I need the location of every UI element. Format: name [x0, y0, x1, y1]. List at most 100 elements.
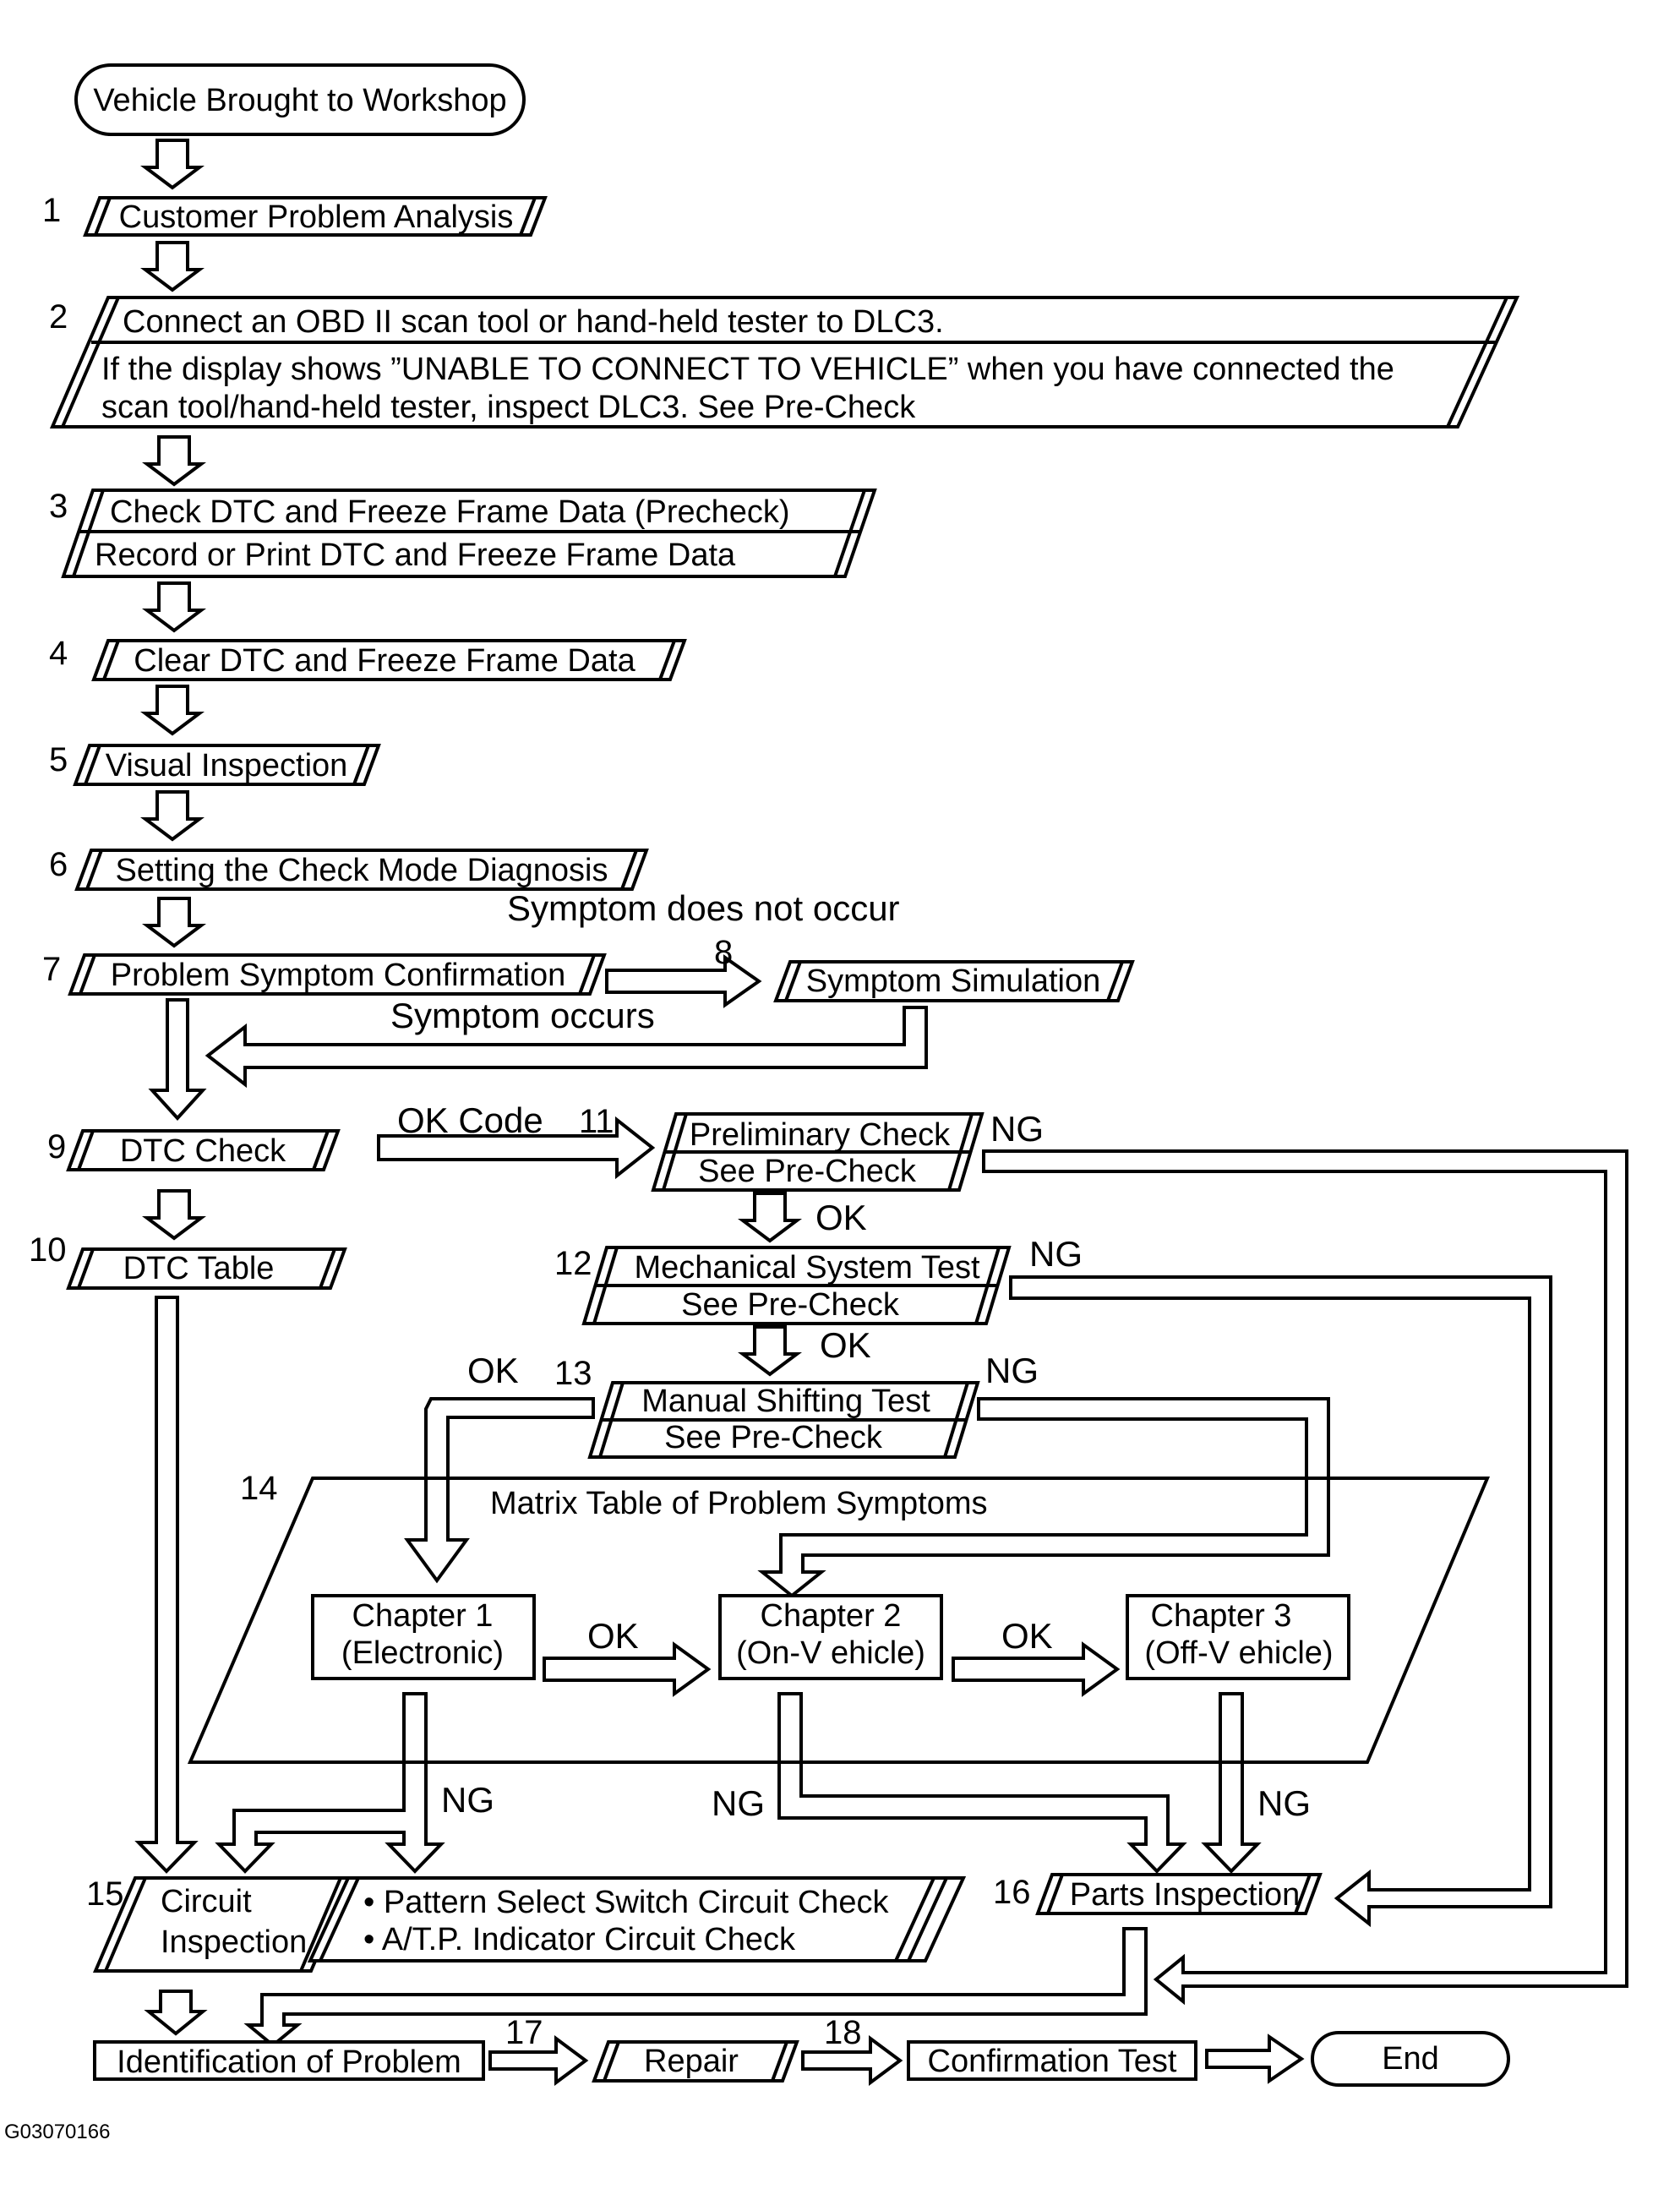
chapter-1-box: [311, 1594, 536, 1680]
step-7-number: 7: [42, 951, 61, 988]
chapter-3-line1: Chapter 3: [1151, 1598, 1292, 1634]
step-2-box: [49, 296, 1520, 429]
arrow-18-to-end: [1205, 2033, 1305, 2084]
step-13-ok-label: OK: [467, 1351, 519, 1390]
arrow-3-to-4: [142, 581, 206, 633]
arrow-identify-to-17: [488, 2035, 589, 2086]
chapter-1-ok-label: OK: [587, 1616, 639, 1656]
step-9-number: 9: [47, 1128, 66, 1165]
step-14-box: [187, 1477, 1491, 1764]
step-4-box: [91, 639, 687, 681]
step-17-box: [592, 2040, 799, 2083]
step-14-title: Matrix Table of Problem Symptoms: [490, 1486, 988, 1521]
step-7-box: [68, 953, 607, 996]
step-12-ok-label: OK: [820, 1325, 871, 1365]
arrow-9-to-11: [377, 1116, 656, 1180]
step-11-ng-label: NG: [990, 1109, 1044, 1149]
flowchart-boxes: Vehicle Brought to Workshop 1 Customer P…: [4, 63, 1520, 2143]
branch-ok-code: OK Code: [397, 1100, 543, 1140]
step-16-box: [1035, 1873, 1323, 1915]
arrow-7-to-9: [148, 998, 207, 1121]
chapter-2-box: [718, 1594, 943, 1680]
step-14-number: 14: [240, 1470, 278, 1507]
arrow-ch2-to-ch3: [952, 1641, 1121, 1697]
arrow-15-to-identify: [144, 1990, 208, 2036]
arrow-11-to-12: [738, 1192, 802, 1243]
step-11-line2: See Pre-Check: [698, 1154, 917, 1189]
step-13-ng-label: NG: [985, 1351, 1039, 1390]
identify-label: Identification of Problem: [117, 2044, 461, 2080]
step-11-ok-label: OK: [815, 1198, 867, 1237]
step-7-label: Problem Symptom Confirmation: [111, 958, 566, 993]
figure-id: G03070166: [4, 2121, 110, 2143]
step-15-line1: Circuit: [161, 1884, 252, 1919]
step-15-item-1: • Pattern Select Switch Circuit Check: [363, 1885, 890, 1920]
step-15-item-2: • A/T.P. Indicator Circuit Check: [363, 1922, 796, 1957]
chapter-1-line1: Chapter 1: [352, 1598, 494, 1634]
start-terminal: [74, 63, 526, 136]
step-6-number: 6: [49, 846, 68, 883]
step-10-box: [66, 1247, 347, 1290]
step-11-line1: Preliminary Check: [690, 1117, 951, 1153]
arrow-1-to-2: [140, 241, 205, 292]
arrow-13-to-ch1: [404, 1397, 595, 1584]
arrow-2-to-3: [142, 435, 206, 487]
step-4-label: Clear DTC and Freeze Frame Data: [134, 643, 635, 679]
step-4-number: 4: [49, 635, 68, 672]
step-13-line1: Manual Shifting Test: [641, 1384, 930, 1419]
arrow-8-to-9-return: [205, 1006, 928, 1089]
arrow-ch2-to-16: [777, 1692, 1187, 1874]
arrow-ch1-to-15: [215, 1692, 445, 1874]
arrow-12-ng-route: [1009, 1275, 1552, 1928]
step-3-line1: Check DTC and Freeze Frame Data (Prechec…: [110, 494, 790, 530]
chapter-2-ok-label: OK: [1001, 1616, 1053, 1656]
start-label: Vehicle Brought to Workshop: [93, 83, 506, 118]
step-5-number: 5: [49, 741, 68, 778]
chapter-2-line2: (On-V ehicle): [736, 1635, 925, 1671]
step-10-label: DTC Table: [123, 1251, 275, 1286]
arrow-7-to-8: [605, 954, 762, 1008]
step-12-line2: See Pre-Check: [681, 1287, 900, 1323]
arrow-ch1-to-ch2: [543, 1641, 712, 1697]
step-9-box: [66, 1129, 341, 1171]
arrow-4-to-5: [140, 685, 205, 736]
arrow-start-to-1: [140, 139, 205, 190]
arrow-13-to-ch2: [757, 1397, 1330, 1598]
step-16-label: Parts Inspection: [1070, 1877, 1300, 1913]
chapter-3-line2: (Off-V ehicle): [1144, 1635, 1333, 1671]
end-terminal: [1311, 2031, 1510, 2087]
step-15-line2: Inspection: [161, 1924, 307, 1960]
identify-box: [93, 2040, 485, 2081]
step-15-number: 15: [86, 1875, 124, 1913]
step-6-label: Setting the Check Mode Diagnosis: [116, 853, 608, 888]
step-13-number: 13: [554, 1355, 592, 1392]
step-15-box: [92, 1876, 354, 1973]
chapter-3-ng-label: NG: [1257, 1783, 1311, 1823]
step-18-number: 18: [824, 2014, 862, 2051]
step-12-line1: Mechanical System Test: [634, 1250, 979, 1286]
step-18-box: [907, 2040, 1197, 2081]
arrow-ch3-to-16: [1201, 1692, 1262, 1874]
branch-symptom-not-occur: Symptom does not occur: [507, 888, 900, 928]
step-1-number: 1: [42, 192, 61, 229]
arrow-5-to-6: [140, 790, 205, 842]
chapter-1-line2: (Electronic): [341, 1635, 504, 1671]
arrow-9-to-10: [142, 1189, 206, 1241]
step-11-number: 11: [579, 1103, 614, 1140]
step-12-number: 12: [554, 1245, 592, 1282]
end-label: End: [1382, 2041, 1439, 2077]
step-5-box: [73, 744, 381, 786]
step-3-line2: Record or Print DTC and Freeze Frame Dat…: [95, 538, 736, 573]
connector-arrows: [134, 139, 1628, 2086]
chapter-2-line1: Chapter 2: [761, 1598, 902, 1634]
arrow-11-ng-route: [982, 1149, 1628, 2006]
chapter-2-ng-label: NG: [712, 1783, 765, 1823]
arrow-17-to-18: [801, 2035, 903, 2086]
chapter-1-ng-label: NG: [441, 1780, 494, 1820]
arrow-12-to-13: [738, 1325, 802, 1377]
arrow-6-to-7: [142, 897, 206, 948]
step-13-line2: See Pre-Check: [664, 1420, 883, 1455]
step-16-number: 16: [993, 1874, 1031, 1911]
step-6-box: [74, 849, 649, 891]
